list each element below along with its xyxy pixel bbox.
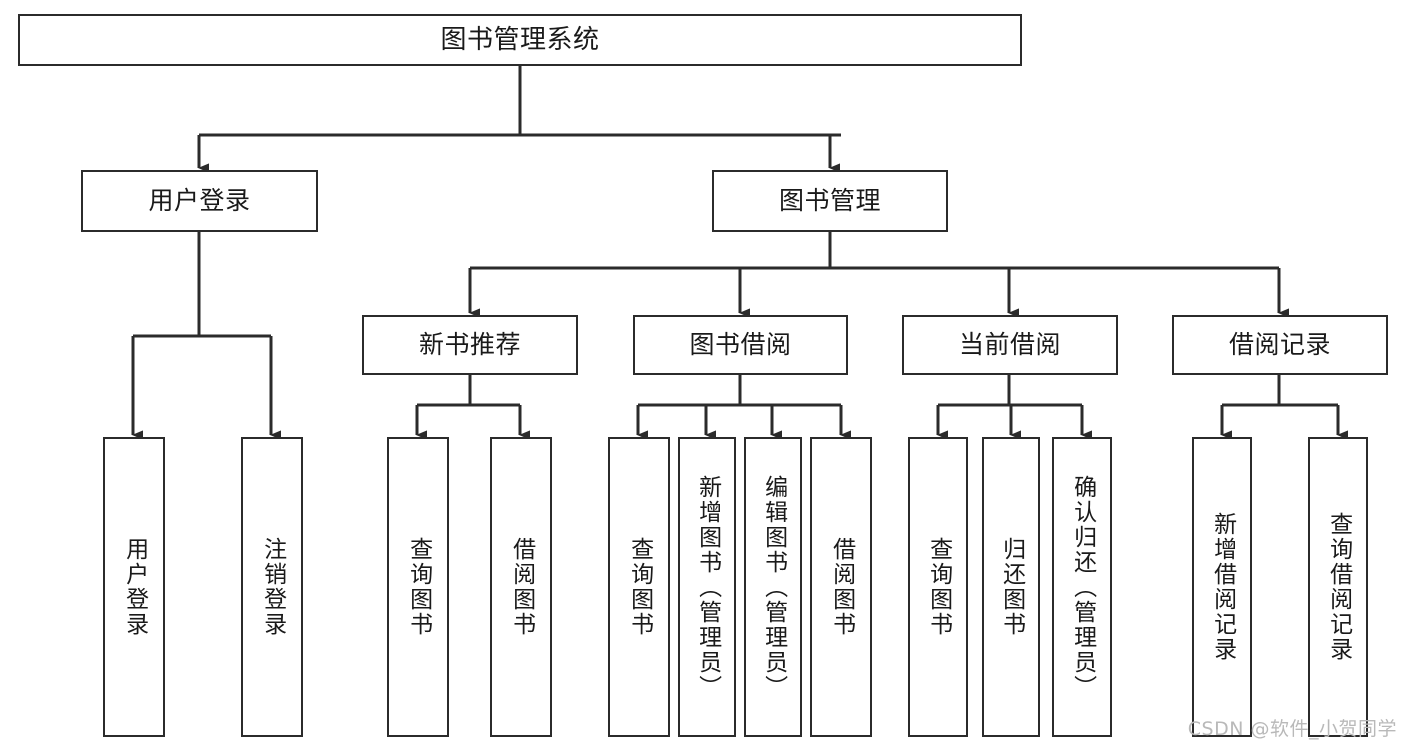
node-leaf-add-borrow-record[interactable]: 新增借阅记录 — [1192, 437, 1252, 737]
node-label: 用户登录 — [121, 537, 148, 637]
node-leaf-user-logout[interactable]: 注销登录 — [241, 437, 303, 737]
node-label: 查询图书 — [405, 537, 432, 637]
node-book-borrow[interactable]: 图书借阅 — [633, 315, 848, 375]
node-user-login[interactable]: 用户登录 — [81, 170, 318, 232]
node-current-borrow[interactable]: 当前借阅 — [902, 315, 1118, 375]
node-leaf-query-book-rec[interactable]: 查询图书 — [387, 437, 449, 737]
node-leaf-add-book[interactable]: 新增图书（管理员） — [678, 437, 736, 737]
node-label: 归还图书 — [998, 537, 1025, 637]
node-label: 确认归还（管理员） — [1069, 474, 1096, 700]
node-leaf-borrow-book-rec[interactable]: 借阅图书 — [490, 437, 552, 737]
node-label: 编辑图书（管理员） — [760, 474, 787, 700]
node-label: 新增借阅记录 — [1209, 512, 1236, 662]
node-label: 当前借阅 — [958, 330, 1061, 360]
node-leaf-confirm-return[interactable]: 确认归还（管理员） — [1052, 437, 1112, 737]
node-leaf-return-book[interactable]: 归还图书 — [982, 437, 1040, 737]
node-label: 新增图书（管理员） — [694, 474, 721, 700]
node-new-book-recommend[interactable]: 新书推荐 — [362, 315, 578, 375]
node-label: 注销登录 — [259, 537, 286, 637]
node-label: 查询图书 — [626, 537, 653, 637]
node-book-manage[interactable]: 图书管理 — [712, 170, 948, 232]
node-root-system[interactable]: 图书管理系统 — [18, 14, 1022, 66]
node-leaf-user-login[interactable]: 用户登录 — [103, 437, 165, 737]
node-leaf-edit-book[interactable]: 编辑图书（管理员） — [744, 437, 802, 737]
node-leaf-borrow-book[interactable]: 借阅图书 — [810, 437, 872, 737]
node-label: 借阅记录 — [1228, 330, 1331, 360]
node-label: 图书借阅 — [689, 330, 792, 360]
node-leaf-query-book-borrow[interactable]: 查询图书 — [608, 437, 670, 737]
node-leaf-query-book-current[interactable]: 查询图书 — [908, 437, 968, 737]
node-label: 新书推荐 — [418, 330, 521, 360]
node-borrow-record[interactable]: 借阅记录 — [1172, 315, 1388, 375]
node-leaf-query-borrow-record[interactable]: 查询借阅记录 — [1308, 437, 1368, 737]
node-label: 借阅图书 — [828, 537, 855, 637]
node-label: 查询借阅记录 — [1325, 512, 1352, 662]
node-label: 图书管理系统 — [440, 24, 600, 55]
node-label: 借阅图书 — [508, 537, 535, 637]
node-label: 用户登录 — [148, 186, 251, 216]
node-label: 图书管理 — [778, 186, 881, 216]
node-label: 查询图书 — [925, 537, 952, 637]
